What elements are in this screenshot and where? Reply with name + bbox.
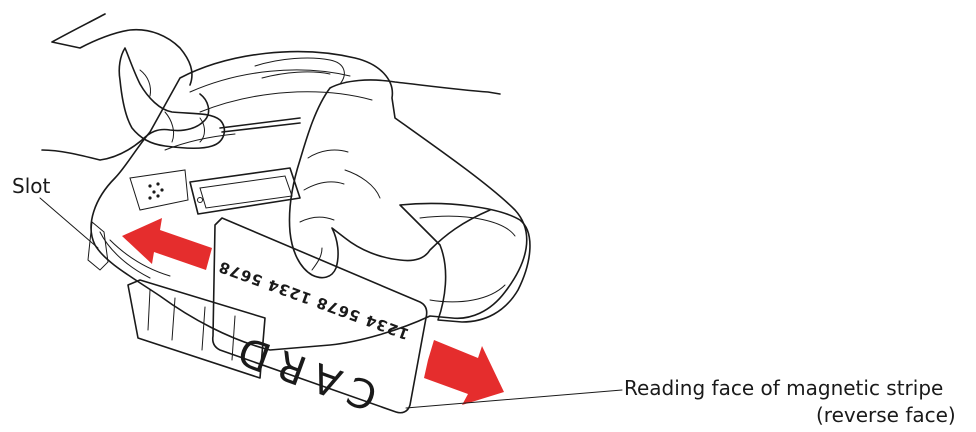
swipe-arrow-icon bbox=[424, 340, 504, 405]
reverse-face-label: (reverse face) bbox=[816, 403, 956, 427]
insert-arrow-icon bbox=[122, 218, 212, 270]
card-title-text: CARD bbox=[223, 323, 383, 419]
slot-leader-line bbox=[40, 198, 98, 248]
reading-face-label: Reading face of magnetic stripe bbox=[624, 376, 943, 400]
left-hand-icon bbox=[42, 14, 224, 160]
magnetic-card: 1234 5678 1234 5678 CARD bbox=[213, 218, 427, 419]
slot-label: Slot bbox=[12, 174, 50, 198]
right-hand-icon bbox=[289, 80, 500, 278]
reading-face-leader-line bbox=[406, 390, 622, 408]
